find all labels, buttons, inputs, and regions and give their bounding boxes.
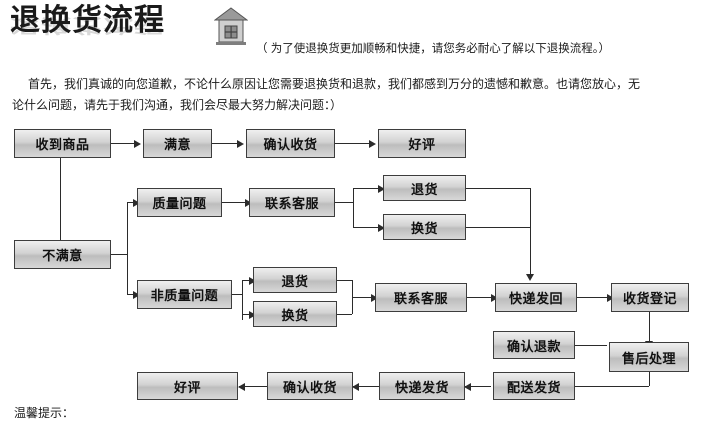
flow-node-non-quality-issue[interactable]: 非质量问题 [137, 280, 232, 309]
connector-arrow [134, 140, 141, 148]
connector-line [337, 280, 352, 281]
connector-line [561, 345, 607, 346]
flow-node-confirm-receipt-1[interactable]: 确认收货 [246, 129, 335, 158]
footer-note: 温馨提示： [14, 406, 75, 420]
connector-line [561, 386, 649, 387]
connector-line [242, 280, 250, 281]
connector-line [352, 297, 372, 298]
flow-node-express-ship[interactable]: 快递发货 [379, 372, 465, 400]
flow-node-confirm-refund[interactable]: 确认退款 [493, 331, 575, 359]
connector-arrow [378, 224, 385, 232]
connector-arrow [607, 294, 614, 302]
flow-node-unsatisfied[interactable]: 不满意 [14, 240, 111, 269]
connector-line [465, 386, 491, 387]
flow-node-confirm-receipt-2[interactable]: 确认收货 [267, 372, 353, 400]
connector-line [467, 297, 493, 298]
house-icon [214, 7, 248, 45]
connector-arrow [133, 199, 140, 207]
connector-arrow [378, 185, 385, 193]
flow-node-exchange-1[interactable]: 换货 [383, 214, 466, 240]
header-subtitle: （ 为了使退换货更加顺畅和快捷，请您务必耐心了解以下退换流程。） [256, 43, 610, 55]
connector-line [222, 202, 246, 203]
intro-line-2: 论什么问题，请先于我们沟通，我们会尽最大努力解决问题：） [12, 98, 343, 112]
connector-line [242, 314, 250, 315]
flow-node-after-sales[interactable]: 售后处理 [609, 342, 689, 372]
connector-line [353, 386, 379, 387]
connector-arrow [371, 294, 378, 302]
connector-line [649, 372, 650, 386]
flow-node-express-send-back[interactable]: 快递发回 [495, 283, 577, 312]
flow-node-contact-service-1[interactable]: 联系客服 [249, 188, 335, 217]
connector-arrow [249, 311, 256, 319]
connector-line [127, 202, 128, 294]
flow-node-satisfied[interactable]: 满意 [143, 129, 212, 158]
flow-node-contact-service-2[interactable]: 联系客服 [375, 283, 467, 312]
connector-line [649, 312, 650, 342]
connector-line [353, 188, 379, 189]
connector-line [127, 202, 135, 203]
flow-node-quality-issue[interactable]: 质量问题 [137, 188, 222, 217]
connector-arrow [133, 291, 140, 299]
connector-line [60, 158, 61, 243]
flow-node-delivery-ship[interactable]: 配送发货 [493, 372, 575, 400]
connector-line [242, 280, 243, 320]
flow-node-received-goods[interactable]: 收到商品 [14, 129, 111, 158]
connector-line [111, 254, 127, 255]
connector-arrow [245, 199, 252, 207]
connector-line [577, 297, 608, 298]
page-title: 退换货流程 [10, 3, 165, 38]
connector-line [337, 314, 352, 315]
connector-line [353, 188, 354, 228]
connector-line [335, 143, 370, 144]
connector-line [111, 143, 135, 144]
connector-line [353, 227, 379, 228]
connector-line [466, 188, 530, 189]
page-title-wrap: 退换货流程 [10, 6, 165, 36]
connector-line [127, 294, 135, 295]
connector-arrow [352, 383, 359, 391]
intro-paragraph: 首先，我们真诚的向您道歉，不论什么原因让您需要退换货和退款，我们都感到万分的遗憾… [12, 74, 688, 116]
connector-line [212, 143, 238, 144]
connector-arrow [369, 140, 376, 148]
connector-line [232, 294, 242, 295]
connector-arrow [526, 274, 534, 281]
connector-arrow [464, 383, 471, 391]
connector-arrow [237, 140, 244, 148]
connector-line [335, 202, 353, 203]
flow-node-good-review-1[interactable]: 好评 [378, 129, 466, 158]
connector-arrow [238, 383, 245, 391]
flow-node-good-review-2[interactable]: 好评 [137, 372, 238, 400]
connector-line [530, 188, 531, 276]
flow-node-return-2[interactable]: 退货 [253, 267, 337, 293]
connector-line [239, 386, 267, 387]
flow-node-exchange-2[interactable]: 换货 [253, 301, 337, 327]
flow-node-receipt-register[interactable]: 收货登记 [611, 283, 689, 312]
intro-line-1: 首先，我们真诚的向您道歉，不论什么原因让您需要退换货和退款，我们都感到万分的遗憾… [28, 77, 641, 91]
connector-arrow [249, 277, 256, 285]
flow-node-return-1[interactable]: 退货 [383, 175, 466, 201]
connector-line [466, 227, 530, 228]
connector-arrow [491, 294, 498, 302]
